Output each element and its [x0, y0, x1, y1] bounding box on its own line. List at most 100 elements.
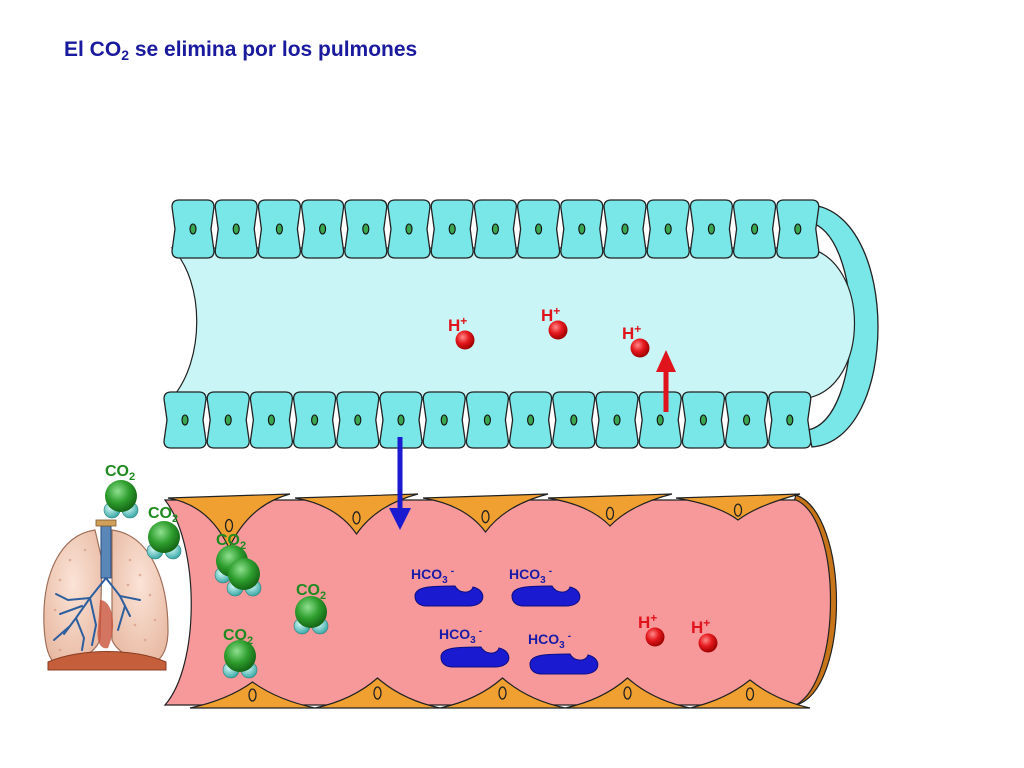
co2-molecule: CO2 — [293, 582, 329, 635]
co2-label: CO2 — [296, 582, 326, 602]
endothelium-bottom — [189, 677, 811, 709]
tubule-bottom-cell — [292, 391, 337, 449]
hydrogen-ion-dot — [630, 338, 650, 358]
cell-nucleus — [578, 223, 586, 235]
carbon-atom — [224, 640, 256, 672]
title-subscript: 2 — [121, 47, 129, 63]
cell-nucleus — [794, 223, 802, 235]
carbon-atom — [295, 596, 327, 628]
cell-nucleus — [498, 686, 507, 700]
tubule-top-cell — [689, 199, 734, 259]
carbon-atom — [228, 558, 260, 590]
cell-nucleus — [491, 223, 499, 235]
tubule-bottom-cell — [724, 391, 769, 449]
cell-nucleus — [397, 414, 405, 426]
cell-nucleus — [613, 414, 621, 426]
page-title: El CO2 se elimina por los pulmones — [64, 38, 417, 63]
cell-nucleus — [527, 414, 535, 426]
cell-nucleus — [448, 223, 456, 235]
tubule-epithelium-bottom — [163, 391, 812, 449]
bicarbonate-ion-shape — [511, 585, 581, 607]
tubule-top-cell — [776, 199, 820, 259]
co2-molecule: CO2 — [146, 505, 182, 560]
tubule-bottom-cell — [508, 391, 553, 449]
hydrogen-ion-dot — [455, 330, 475, 350]
cell-nucleus — [311, 414, 319, 426]
capillary-lumen — [163, 499, 831, 706]
cell-nucleus — [232, 223, 240, 235]
cell-nucleus — [248, 688, 257, 702]
secretion-arrow-icon — [656, 350, 676, 412]
co2-label: CO2 — [105, 463, 135, 483]
co2-label: CO2 — [216, 532, 246, 552]
hydrogen-ion: H+ — [541, 304, 568, 340]
cell-nucleus — [605, 506, 615, 521]
cell-nucleus — [481, 510, 490, 524]
cell-nucleus — [483, 414, 491, 426]
tubule-lumen — [170, 247, 856, 399]
endothelial-cell — [422, 493, 549, 534]
tubule-bottom-cell — [422, 391, 466, 449]
cell-nucleus — [535, 223, 543, 235]
hydrogen-ion-dot — [698, 633, 718, 653]
cell-nucleus — [699, 414, 707, 426]
hydrogen-ion: H+ — [638, 611, 665, 647]
hydrogen-ion-dot — [548, 320, 568, 340]
cell-nucleus — [786, 414, 794, 426]
tubule-top-cell — [646, 199, 690, 259]
endothelial-cell — [675, 493, 801, 521]
endothelial-cell — [689, 679, 811, 709]
tubule-bottom-cell — [595, 391, 639, 449]
endothelium-top — [167, 493, 801, 550]
peritubular-capillary — [163, 493, 837, 709]
tubule-end-cap — [807, 204, 879, 448]
co2-molecule: CO2 — [222, 627, 258, 679]
co2-label: CO2 — [148, 505, 178, 525]
cell-nucleus — [656, 414, 664, 426]
cell-nucleus — [224, 414, 232, 426]
tubule-top-cell — [732, 199, 777, 259]
cell-nucleus — [707, 223, 715, 235]
tubule-top-cell — [603, 199, 647, 259]
co2-molecule: CO2 — [103, 463, 139, 519]
endothelial-cell — [439, 677, 566, 709]
tubule-top-cell — [300, 199, 345, 259]
tubule-top-cell — [257, 199, 302, 259]
cell-nucleus — [267, 414, 275, 426]
tubule-bottom-cell — [163, 391, 207, 449]
lungs-illustration-icon — [43, 519, 169, 671]
tubule-top-cell — [430, 199, 474, 259]
renal-tubule — [163, 199, 879, 449]
cell-nucleus — [664, 223, 672, 235]
tubule-bottom-cell — [681, 391, 726, 449]
cell-nucleus — [352, 511, 361, 525]
cell-nucleus — [275, 223, 283, 235]
reabsorption-arrow-icon — [389, 437, 411, 530]
cell-nucleus — [751, 223, 759, 235]
hydrogen-ion-dot — [645, 627, 665, 647]
cell-nucleus — [224, 518, 234, 533]
carbon-atom — [148, 521, 180, 553]
endothelial-cell — [314, 677, 441, 709]
tubule-top-cell — [171, 199, 215, 259]
tubule-bottom-cell — [552, 391, 596, 449]
cell-nucleus — [733, 503, 743, 517]
cell-nucleus — [373, 686, 382, 700]
tubule-bottom-cell — [638, 391, 682, 449]
cell-nucleus — [440, 414, 448, 426]
cell-nucleus — [623, 686, 632, 700]
tubule-bottom-cell — [465, 391, 510, 449]
tubule-top-cell — [344, 199, 388, 259]
cell-nucleus — [189, 223, 197, 235]
cell-nucleus — [405, 223, 413, 235]
tubule-epithelium-top — [171, 199, 820, 259]
title-suffix: se elimina por los pulmones — [128, 38, 418, 61]
tubule-bottom-cell — [206, 391, 250, 449]
endothelial-cell — [564, 677, 691, 709]
cell-nucleus — [745, 687, 755, 701]
cell-nucleus — [743, 414, 751, 426]
co2-label: CO2 — [223, 627, 253, 647]
cell-nucleus — [362, 223, 370, 235]
title-prefix: El CO — [64, 38, 122, 61]
